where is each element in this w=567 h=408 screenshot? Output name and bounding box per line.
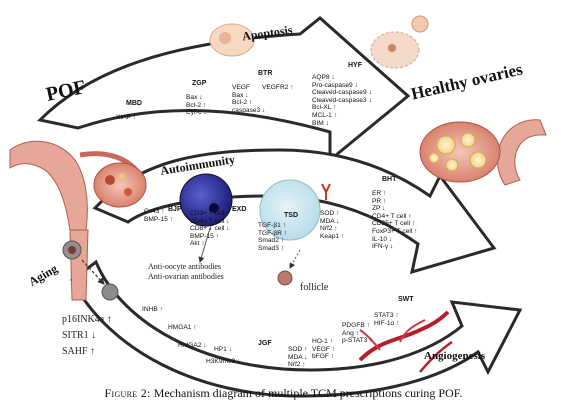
exd-cell-list: CD3+ T cell ↑CD4+ T cell ↓CD8+ T cell ↓B… bbox=[190, 210, 230, 248]
apoptotic-cells bbox=[209, 15, 429, 69]
anti-oocyte-label: Anti-oocyte antibodies bbox=[148, 262, 222, 271]
pof-uterus bbox=[9, 140, 147, 301]
angiogenesis-label: Angiogenesis bbox=[424, 350, 486, 362]
prescription-exd: EXD bbox=[232, 206, 247, 213]
hmga2-list: HMGA2 ↓ bbox=[178, 342, 207, 349]
tsd-right-list: SOD ↑MDA ↓Nrf2 ↑Keap1 ↑ bbox=[320, 210, 345, 240]
h3k9-list: H3K9me3 ↓ bbox=[206, 358, 241, 365]
swt-list: PDGFB ↑Ang ↑p-STAT3 ↑ bbox=[342, 322, 373, 345]
apoptosis-arrow bbox=[36, 16, 411, 164]
figure-caption: Figure 2: Mechanism diagram of multiple … bbox=[0, 386, 567, 401]
figure-number: Figure 2: bbox=[104, 386, 151, 400]
prescription-tsd: TSD bbox=[284, 212, 298, 219]
jgf-right-list: HO-1 ↑VEGF ↑bFGF ↑ bbox=[312, 338, 336, 361]
caption-text: Mechanism diagram of multiple TCM prescr… bbox=[153, 386, 463, 400]
aging-markers: p16INK4a ↑SITR1 ↓SAHF ↑ bbox=[62, 314, 112, 357]
bjp-list: Cx43 ↑BMP-15 ↑ bbox=[144, 208, 173, 223]
prescription-jgf: JGF bbox=[258, 340, 272, 347]
anti-ovarian-label: Anti-ovarian antibodies bbox=[148, 272, 224, 281]
jgf-mid-list: SOD ↑MDA ↓Nrf2 ↑ bbox=[288, 346, 308, 369]
zgp-list: Bax ↓Bcl-2 ↑Cyt-c ↓ bbox=[186, 94, 207, 117]
follicle-label: follicle bbox=[300, 282, 329, 293]
prescription-swt: SWT bbox=[398, 296, 414, 303]
aging-angiogenesis-arrow bbox=[70, 259, 523, 398]
vegfr2-list: VEGFR2 ↑ bbox=[262, 84, 294, 91]
inhb-list: INHB ↑ bbox=[142, 306, 163, 313]
mbd-list: XIAP ↑ bbox=[116, 114, 137, 121]
prescription-mbd: MBD bbox=[126, 100, 142, 107]
aging-cell-2 bbox=[101, 283, 119, 301]
t-cell bbox=[179, 173, 233, 227]
prescription-btr: BTR bbox=[258, 70, 273, 77]
macrophage-cell bbox=[259, 179, 321, 241]
prescription-bjp: BJP bbox=[168, 206, 182, 213]
stat-list: STAT3 ↑HIF-1α ↑ bbox=[374, 312, 400, 327]
healthy-ovary bbox=[419, 119, 547, 186]
prescription-bht: BHT bbox=[382, 176, 397, 183]
bht-list: ER ↑PR ↑ZP ↓CD4+ T cell ↑CD25+ T cell ↑F… bbox=[372, 190, 418, 251]
hp1-list: HP1 ↓ bbox=[214, 346, 232, 353]
hyf-list: AQP8 ↓Pro-caspase9 ↓Cleaved-caspase9 ↓Cl… bbox=[312, 74, 372, 127]
prescription-hyf: HYF bbox=[348, 62, 362, 69]
receptor-icon bbox=[321, 183, 331, 200]
follicle-icon bbox=[277, 270, 293, 286]
hmga1-list: HMGA1 ↑ bbox=[168, 324, 197, 331]
tsd-list: TGF-β1 ↑TGF-βR ↑Smad2 ↑Smad3 ↑ bbox=[258, 222, 288, 252]
prescription-zgp: ZGP bbox=[192, 80, 207, 87]
